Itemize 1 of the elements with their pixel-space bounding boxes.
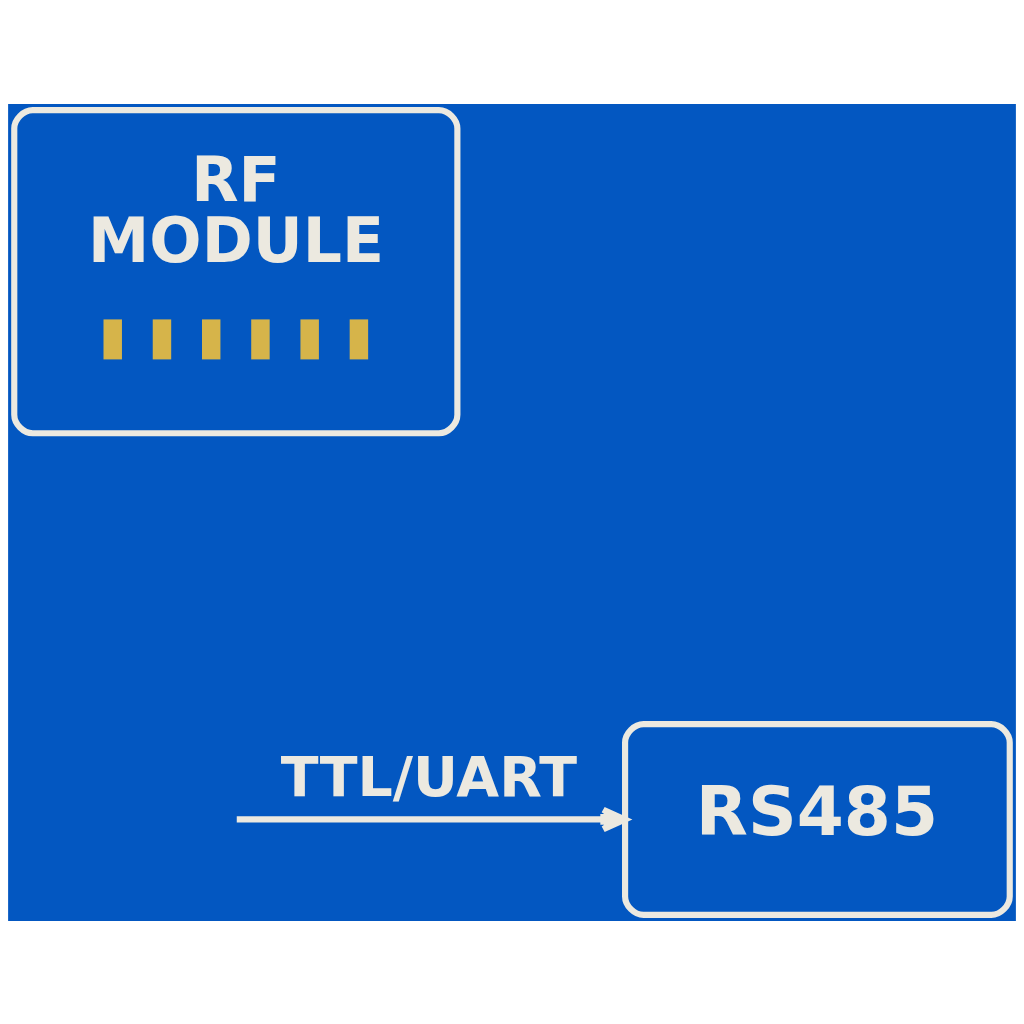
edge-label: TTL/UART [280, 744, 578, 809]
